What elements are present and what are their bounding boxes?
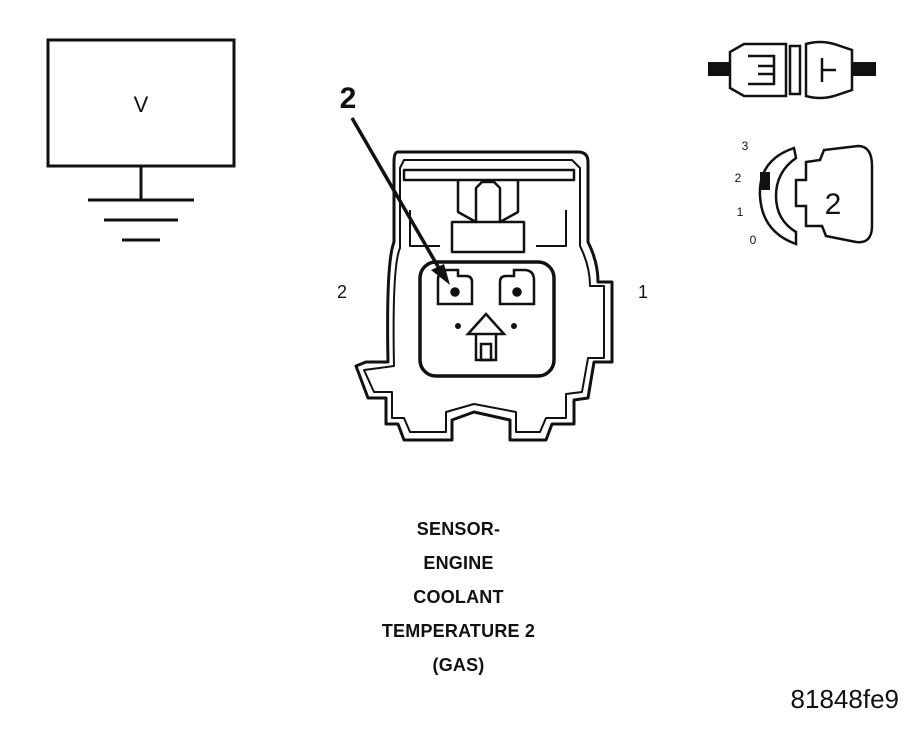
mating-connector-icon [708,40,876,100]
connector-top-ledge [402,168,576,182]
terminal-view-number: 2 [825,188,842,221]
ground-icon [88,166,194,242]
scale-label-3: 3 [742,139,749,153]
title-line-2: ENGINE [423,553,494,573]
connector-body [354,150,614,442]
cavity-label-left: 2 [337,282,347,302]
polarizing-key [455,312,517,362]
connector-outer-outline [354,150,614,442]
terminal-cavity-1 [498,268,536,306]
voltmeter-label: V [134,92,149,117]
scale-label-0: 0 [750,233,757,247]
title-line-1: SENSOR- [416,519,501,539]
component-title: SENSOR- ENGINE COOLANT TEMPERATURE 2 (GA… [0,512,917,682]
terminal-view-icon [758,144,874,246]
callout-leader [350,117,442,271]
terminal-cavity-2 [436,268,474,306]
terminal-cavity-frame [418,260,556,378]
callout-number: 2 [340,82,357,115]
title-line-3: COOLANT [413,587,504,607]
connector-latch-base [450,220,526,254]
scale-label-2: 2 [735,171,742,185]
title-line-4: TEMPERATURE 2 [381,621,536,641]
connector-latch [456,180,520,224]
scale-label-1: 1 [737,205,744,219]
figure-id: 81848fe9 [790,684,899,714]
connector-shoulder [409,210,567,247]
connector-inner-outline [363,159,605,433]
title-line-5: (GAS) [432,655,485,675]
cavity-label-right: 1 [638,282,648,302]
voltmeter-symbol: V [46,38,236,242]
